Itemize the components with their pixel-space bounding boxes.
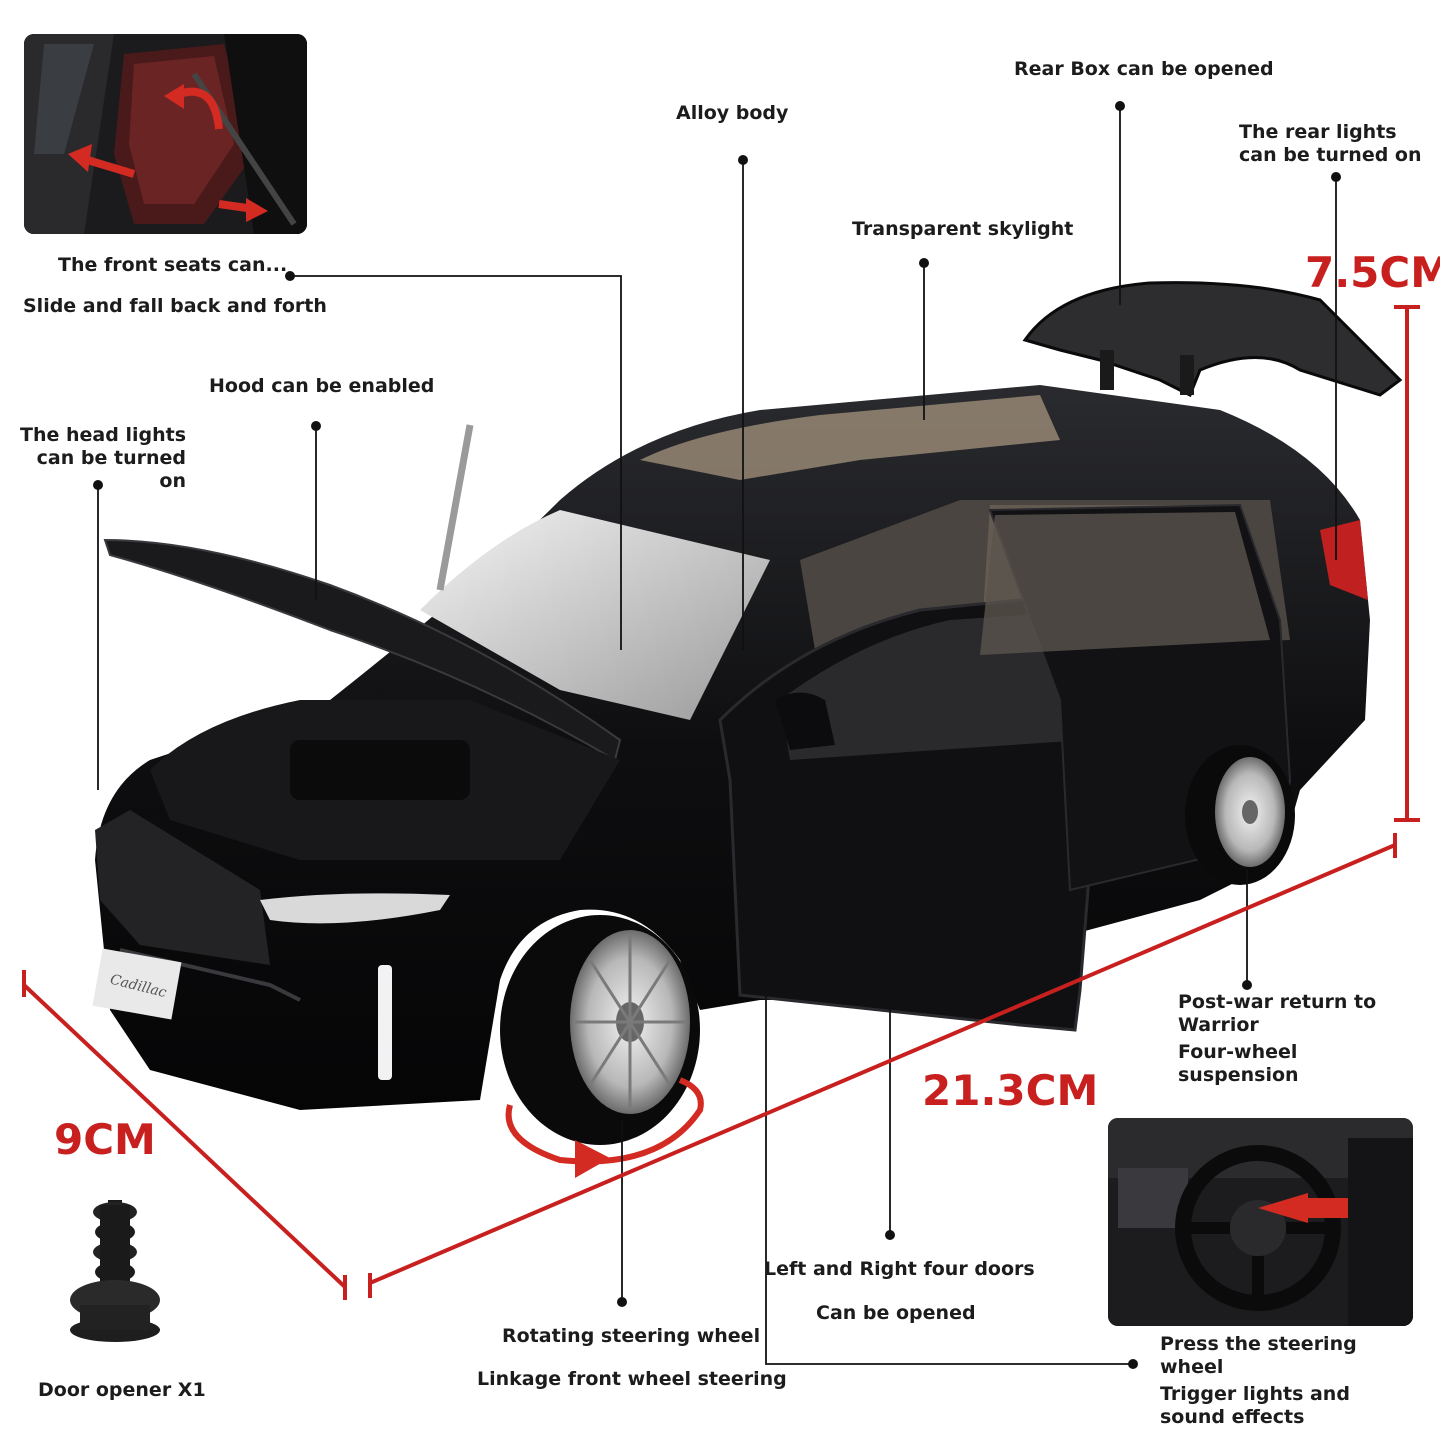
suspension-label-4: suspension: [1178, 1064, 1299, 1086]
steering-inset-photo: [1108, 1118, 1413, 1326]
press-steering-label-1: Press the steering: [1160, 1333, 1357, 1355]
alloy-body-label: Alloy body: [676, 102, 789, 124]
height-dimension-value: 7.5CM: [1305, 248, 1440, 297]
rear-hatch: [1022, 281, 1403, 398]
suspension-label-3: Four-wheel: [1178, 1041, 1298, 1063]
press-steering-label-3: Trigger lights and: [1160, 1383, 1350, 1405]
rear-lights-label-2: can be turned on: [1239, 144, 1422, 166]
door-opener-label: Door opener X1: [38, 1379, 206, 1401]
width-dimension-line: [22, 983, 347, 1289]
skylight-label: Transparent skylight: [852, 218, 1074, 240]
width-dimension-value: 9CM: [54, 1115, 156, 1164]
press-steering-label-4: sound effects: [1160, 1406, 1305, 1428]
seat-illustration: [24, 34, 307, 234]
headlight: [260, 893, 450, 924]
press-steering-label-2: wheel: [1160, 1356, 1224, 1378]
skylight: [640, 395, 1060, 480]
head-lights-label-2: can be turned: [36, 447, 186, 469]
grille: [95, 810, 270, 965]
head-lights-label-1: The head lights: [20, 424, 186, 446]
suspension-label-1: Post-war return to: [1178, 991, 1377, 1013]
doors-label-2: Can be opened: [816, 1302, 976, 1324]
front-seats-label-2: Slide and fall back and forth: [23, 295, 327, 317]
doors-label-1: Left and Right four doors: [764, 1258, 1035, 1280]
steering-label-1: Rotating steering wheel: [502, 1325, 761, 1347]
rear-lights-label-1: The rear lights: [1239, 121, 1397, 143]
steering-illustration: [1108, 1118, 1413, 1326]
rear-box-label: Rear Box can be opened: [1014, 58, 1274, 80]
rotation-arrow: [505, 1077, 704, 1165]
suspension-label-2: Warrior: [1178, 1014, 1259, 1036]
license-plate: [92, 948, 182, 1020]
front-seats-label-1: The front seats can...: [58, 254, 288, 276]
hood: [103, 538, 622, 762]
steering-label-2: Linkage front wheel steering: [477, 1368, 787, 1390]
length-dimension-value: 21.3CM: [922, 1066, 1099, 1115]
tail-light: [1320, 520, 1368, 600]
head-lights-label-3: on: [159, 470, 186, 492]
drl-light: [378, 965, 392, 1080]
hood-label: Hood can be enabled: [209, 375, 435, 397]
windshield: [420, 510, 770, 720]
length-dimension-line: [369, 843, 1396, 1285]
side-mirror: [775, 692, 835, 750]
door-opener-part: [70, 1200, 160, 1342]
seat-inset-photo: [24, 34, 307, 234]
